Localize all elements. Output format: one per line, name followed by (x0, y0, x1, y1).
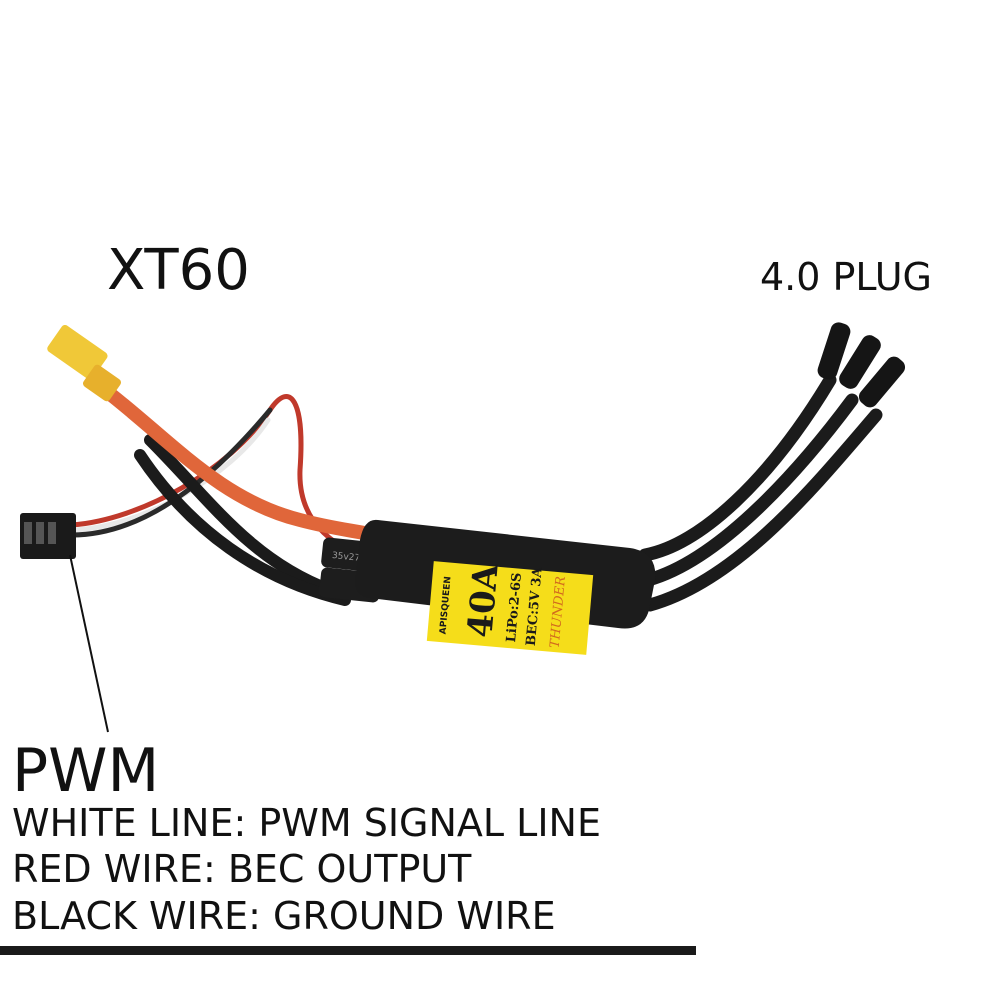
wire-description: WHITE LINE: PWM SIGNAL LINE (12, 801, 601, 845)
sticker-series: THUNDER (548, 575, 569, 648)
plug-label: 4.0 PLUG (760, 255, 932, 299)
xt60-label: XT60 (107, 238, 250, 303)
signal-wires (69, 394, 373, 606)
legend-underline (0, 946, 696, 955)
sticker-rating: 40A (460, 562, 506, 640)
servo-connector-icon (20, 513, 76, 559)
motor-wires (638, 373, 883, 612)
xt60-connector-icon (47, 324, 121, 402)
power-wire (98, 383, 382, 542)
pwm-pointer-line (69, 554, 109, 733)
bullet-plug-4-0-icon (817, 322, 906, 408)
sticker-lipo: LiPo:2-6S (504, 572, 525, 643)
pwm-title: PWM (12, 736, 160, 806)
sticker-bec: BEC:5V 3A (524, 566, 546, 647)
wire-description: BLACK WIRE: GROUND WIRE (12, 894, 556, 938)
esc-label-sticker: APISQUEEN 40A LiPo:2-6S BEC:5V 3A THUNDE… (426, 561, 594, 655)
wire-description: RED WIRE: BEC OUTPUT (12, 847, 472, 891)
